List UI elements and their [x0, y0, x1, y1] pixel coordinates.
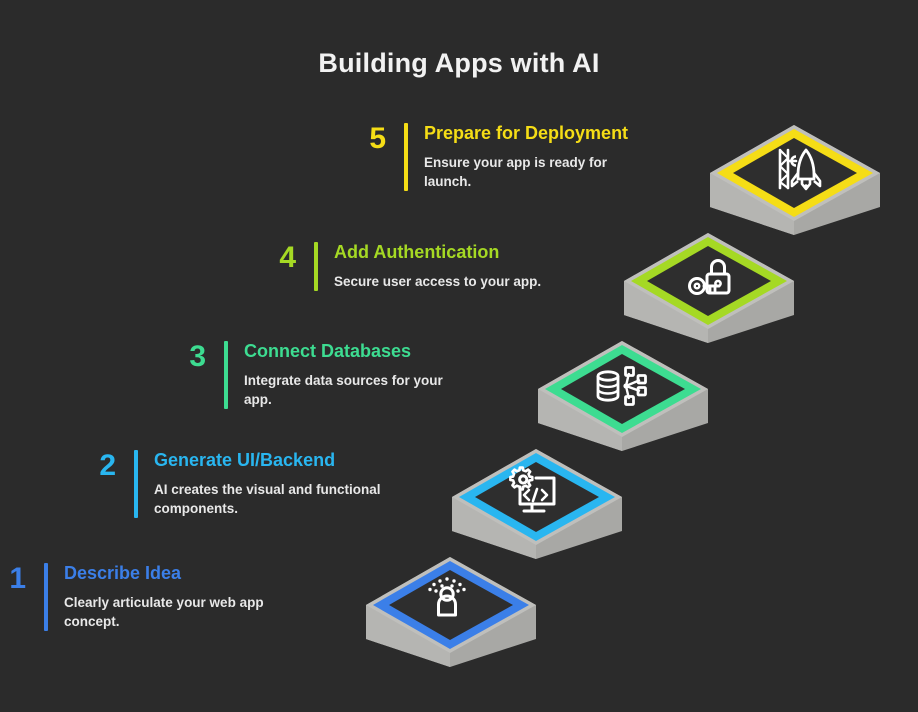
step-text-5: 5 Prepare for Deployment Ensure your app…	[330, 123, 690, 191]
step-description-2: AI creates the visual and functional com…	[154, 481, 381, 516]
step-description-4: Secure user access to your app.	[334, 273, 542, 289]
step-description-1: Clearly articulate your web app concept.	[64, 594, 264, 629]
step-number-3: 3	[189, 340, 206, 373]
page-title: Building Apps with AI	[318, 48, 600, 78]
step-accent-bar-2	[134, 450, 138, 518]
step-title-1: Describe Idea	[64, 563, 182, 583]
step-description-3: Integrate data sources for your app.	[244, 372, 443, 407]
step-title-2: Generate UI/Backend	[154, 450, 336, 470]
step-number-5: 5	[369, 122, 386, 155]
step-text-1: 1 Describe Idea Clearly articulate your …	[0, 563, 350, 631]
step-accent-bar-4	[314, 242, 318, 291]
step-block-3[interactable]	[538, 341, 708, 451]
step-text-2: 2 Generate UI/Backend AI creates the vis…	[60, 450, 440, 518]
step-accent-bar-5	[404, 123, 408, 191]
step-block-4[interactable]	[624, 233, 794, 343]
step-title-4: Add Authentication	[334, 242, 500, 262]
step-number-4: 4	[279, 241, 296, 274]
step-accent-bar-3	[224, 341, 228, 409]
step-number-1: 1	[9, 562, 26, 595]
step-description-5: Ensure your app is ready for launch.	[424, 154, 608, 189]
step-accent-bar-1	[44, 563, 48, 631]
step-number-2: 2	[99, 449, 116, 482]
step-block-5[interactable]	[710, 125, 880, 235]
step-block-1[interactable]	[366, 557, 536, 667]
step-block-2[interactable]	[452, 449, 622, 559]
step-text-4: 4 Add Authentication Secure user access …	[240, 242, 610, 291]
step-title-5: Prepare for Deployment	[424, 123, 629, 143]
step-title-3: Connect Databases	[244, 341, 412, 361]
step-text-3: 3 Connect Databases Integrate data sourc…	[150, 341, 520, 409]
